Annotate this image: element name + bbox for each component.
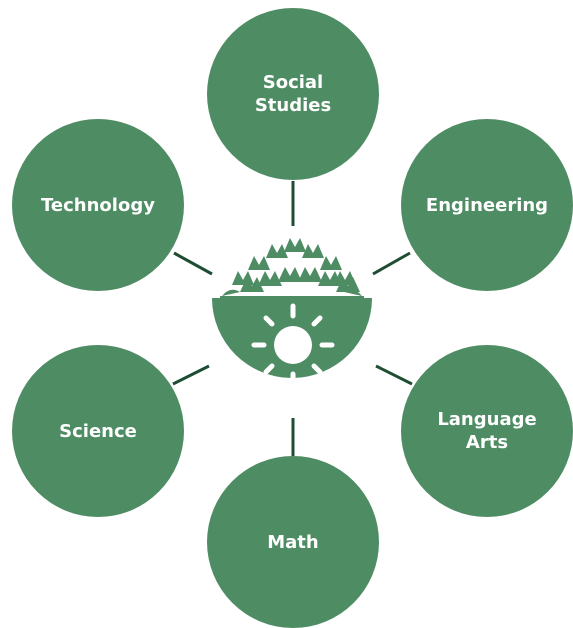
connector-science [172,364,210,386]
logo-sun [251,303,335,387]
node-math-label: Math [267,531,319,553]
node-engineering-label: Engineering [425,194,549,216]
node-science-label: Science [59,420,137,442]
connector-language-arts [375,364,413,386]
logo-foliage [220,238,364,300]
node-language-arts-label: Language Arts [437,409,537,453]
connector-engineering [372,251,411,276]
node-language-arts: Language Arts [401,345,573,517]
node-social-studies-label: Social Studies [254,72,332,116]
node-science: Science [12,345,184,517]
node-technology-label: Technology [41,194,155,216]
tree-sun-logo-icon [212,238,372,387]
node-technology: Technology [12,119,184,291]
node-engineering: Engineering [401,119,573,291]
connector-technology [173,251,213,276]
node-math: Math [207,456,379,628]
node-social-studies: Social Studies [207,8,379,180]
